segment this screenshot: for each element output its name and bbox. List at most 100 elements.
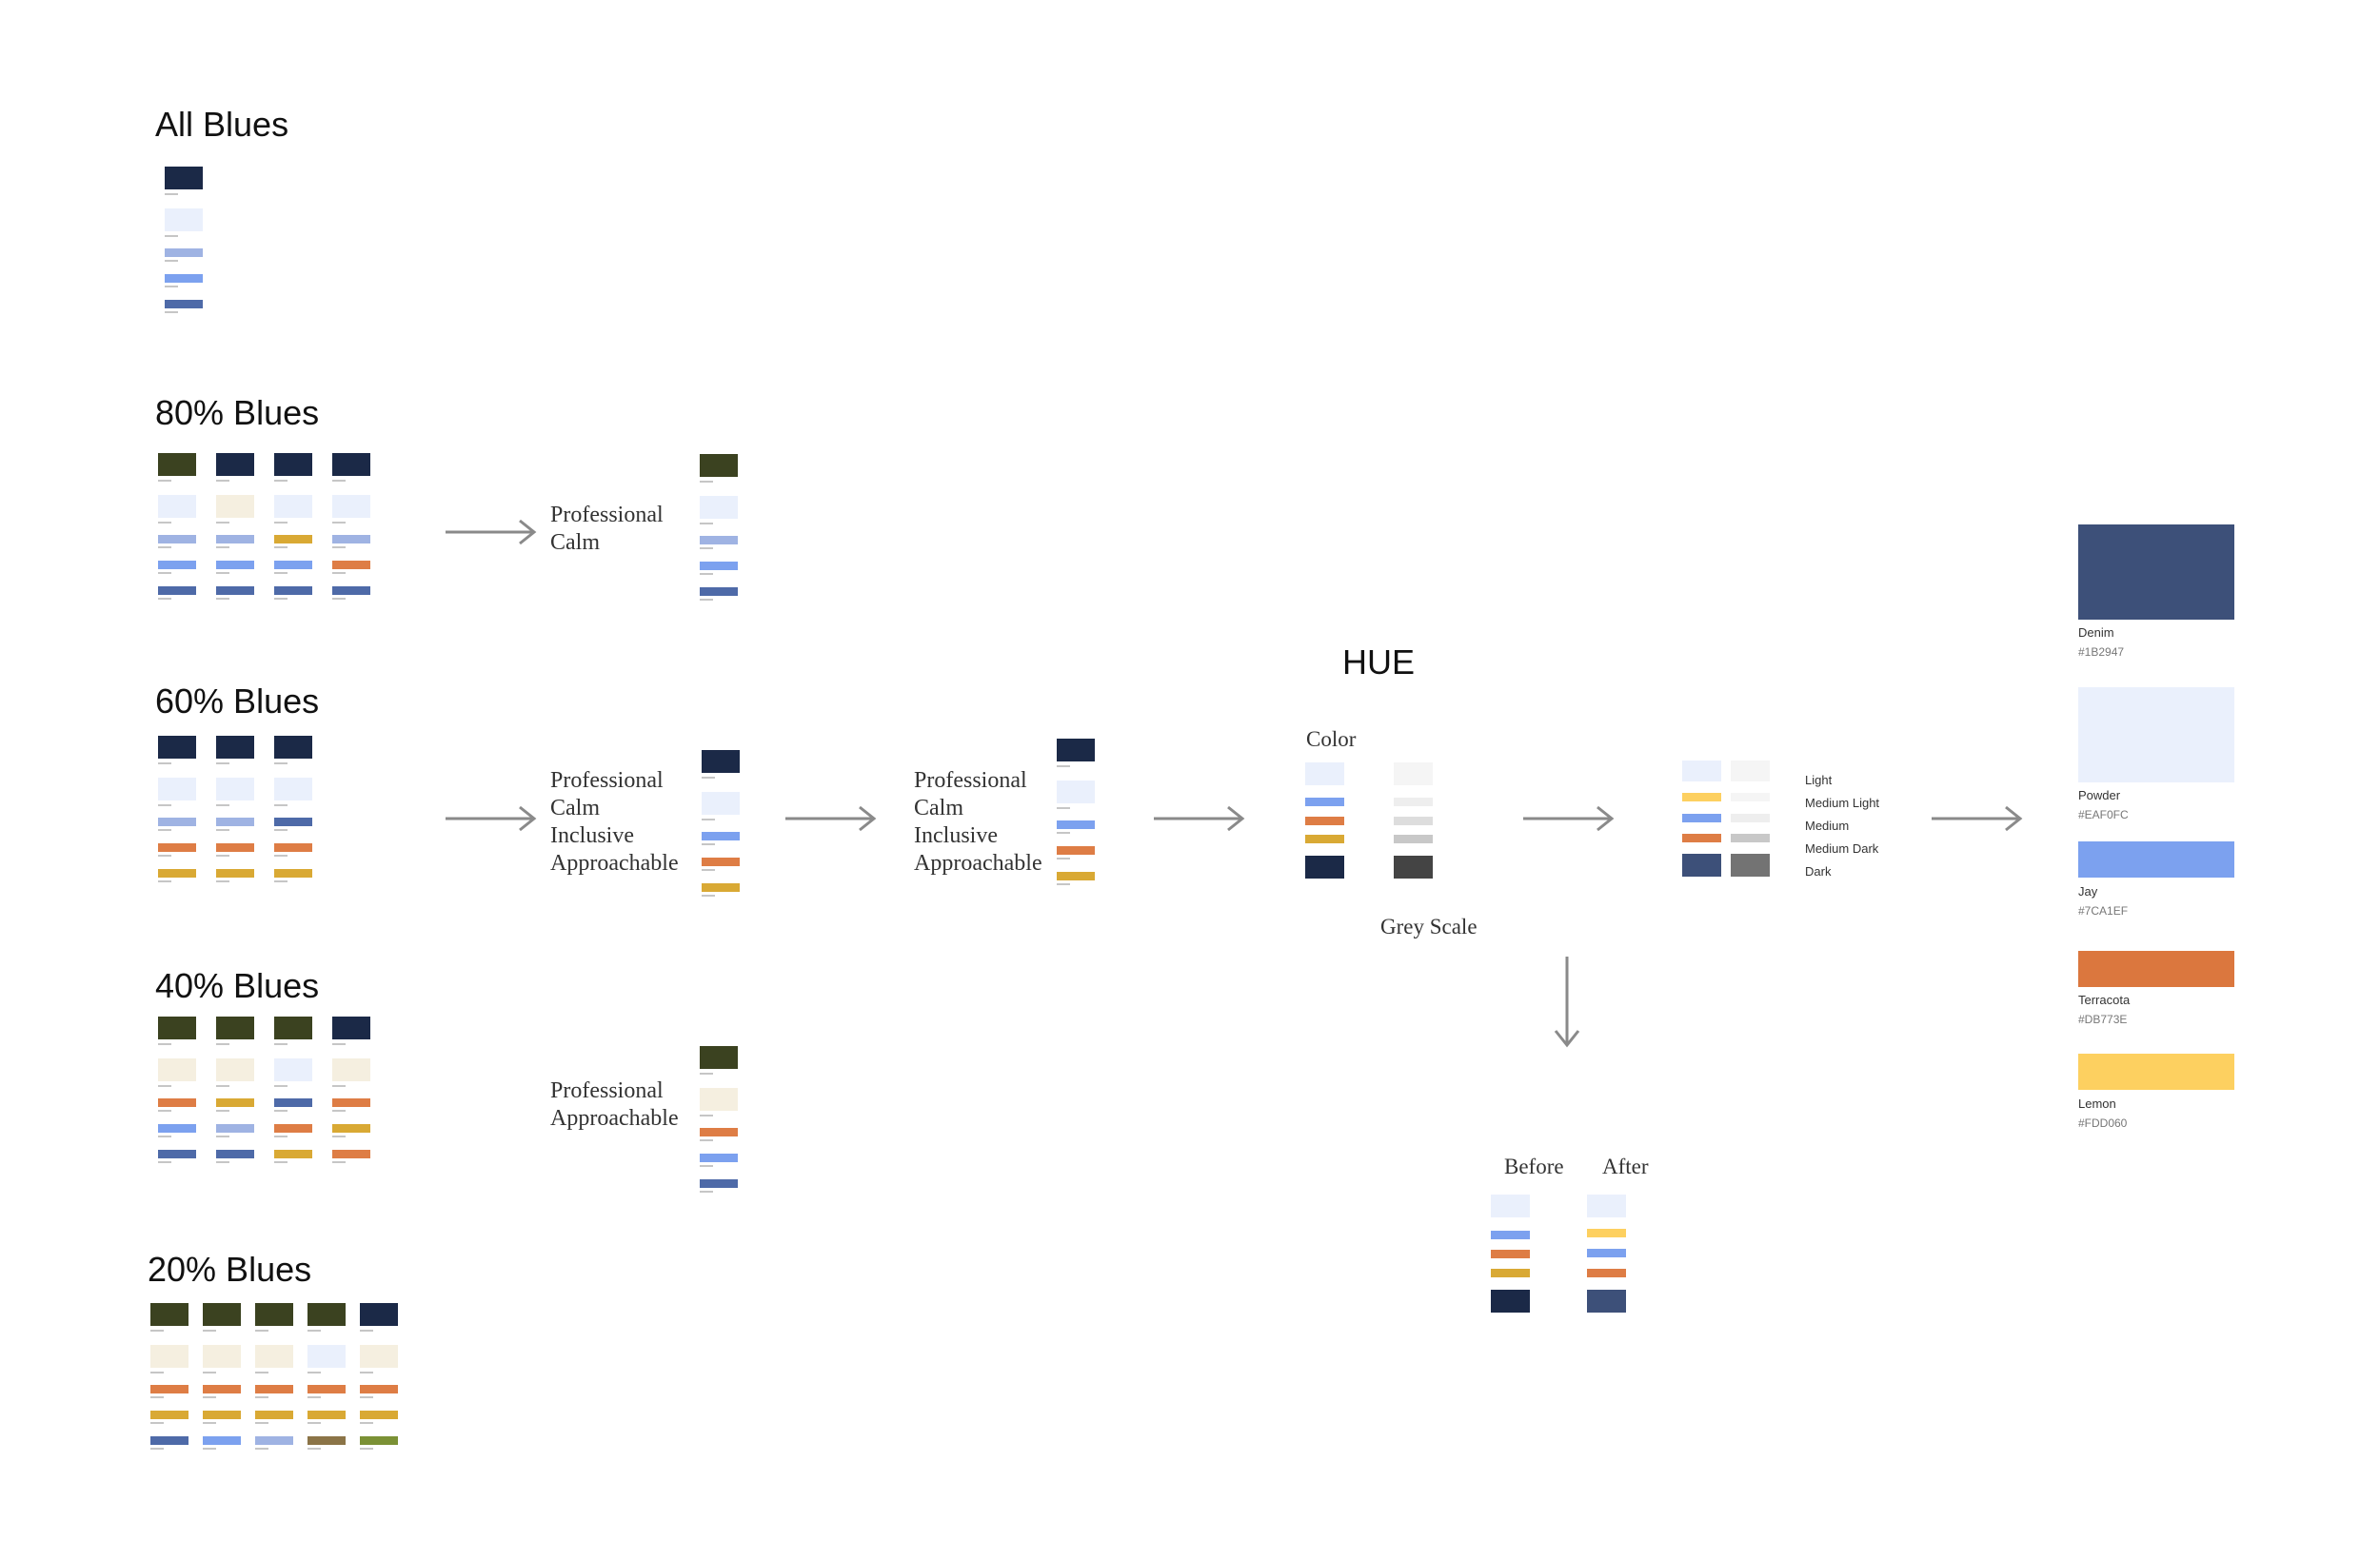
swatch-slate-blue	[274, 818, 312, 826]
color-label: Color	[1306, 727, 1357, 751]
swatch-olive	[150, 1303, 188, 1326]
swatch-mustard	[360, 1411, 398, 1419]
swatch-orange	[1491, 1250, 1530, 1258]
arrow-right-icon	[446, 519, 537, 545]
swatch-mustard	[1491, 1269, 1530, 1277]
swatch-orange	[700, 1128, 738, 1136]
swatch-grey-light	[1731, 761, 1770, 781]
swatch-caption	[255, 1448, 268, 1450]
scale-label-medium-dark: Medium Dark	[1805, 841, 1879, 856]
swatch-jay	[1587, 1249, 1626, 1257]
note-professional: Professional	[914, 768, 1027, 793]
swatch-navy	[1491, 1290, 1530, 1313]
swatch-caption	[150, 1372, 164, 1373]
note-professional: Professional	[550, 503, 664, 527]
swatch-powder	[1587, 1195, 1626, 1217]
swatch-caption	[332, 1085, 346, 1087]
swatch-caption	[255, 1396, 268, 1398]
swatch-caption	[307, 1422, 321, 1424]
swatch-caption	[158, 855, 171, 857]
swatch-caption	[360, 1448, 373, 1450]
swatch-orange	[332, 1150, 370, 1158]
swatch-powder	[1305, 762, 1344, 785]
swatch-caption	[274, 855, 288, 857]
swatch-olive	[274, 1017, 312, 1039]
swatch-caption	[216, 1161, 229, 1163]
swatch-mustard	[255, 1411, 293, 1419]
swatch-slate-blue	[216, 1150, 254, 1158]
swatch-jay	[700, 1154, 738, 1162]
note-80-blues: Professional Calm	[550, 502, 664, 557]
scale-label-medium: Medium	[1805, 819, 1850, 833]
swatch-caption	[203, 1422, 216, 1424]
swatch-jay	[1682, 814, 1721, 822]
swatch-caption	[216, 829, 229, 831]
swatch-orange	[332, 1098, 370, 1107]
swatch-caption	[216, 572, 229, 574]
swatch-caption	[216, 1043, 229, 1045]
swatch-jay	[158, 561, 196, 569]
swatch-caption	[216, 522, 229, 524]
swatch-caption	[1057, 765, 1070, 767]
swatch-caption	[158, 522, 171, 524]
swatch-caption	[332, 1110, 346, 1112]
swatch-caption	[165, 235, 178, 237]
swatch-caption	[274, 1136, 288, 1137]
hue-heading: HUE	[1342, 642, 1416, 682]
final-swatch-jay	[2078, 841, 2234, 878]
swatch-periwinkle	[158, 535, 196, 543]
swatch-periwinkle	[216, 535, 254, 543]
swatch-caption	[165, 260, 178, 262]
swatch-cream	[158, 1058, 196, 1081]
swatch-green	[360, 1436, 398, 1445]
swatch-orange	[216, 843, 254, 852]
swatch-navy	[702, 750, 740, 773]
swatch-caption	[274, 572, 288, 574]
swatch-slate-blue	[700, 1179, 738, 1188]
swatch-caption	[700, 599, 713, 601]
note-approachable: Approachable	[914, 851, 1042, 876]
swatch-powder	[216, 778, 254, 800]
before-label: Before	[1504, 1155, 1564, 1178]
swatch-periwinkle	[700, 536, 738, 544]
swatch-orange	[1057, 846, 1095, 855]
swatch-grey-dark	[1394, 856, 1433, 879]
final-hex-denim: #1B2947	[2078, 645, 2125, 659]
swatch-slate-blue	[165, 300, 203, 308]
swatch-caption	[216, 804, 229, 806]
swatch-cream	[360, 1345, 398, 1368]
swatch-navy	[165, 167, 203, 189]
arrow-right-icon	[1154, 805, 1245, 832]
swatch-orange	[274, 1124, 312, 1133]
note-approachable: Approachable	[550, 1106, 679, 1131]
swatch-orange	[702, 858, 740, 866]
swatch-caption	[158, 572, 171, 574]
swatch-caption	[332, 522, 346, 524]
swatch-caption	[150, 1448, 164, 1450]
swatch-powder	[158, 778, 196, 800]
swatch-cream	[216, 495, 254, 518]
swatch-caption	[216, 1110, 229, 1112]
swatch-cream	[203, 1345, 241, 1368]
swatch-caption	[274, 1085, 288, 1087]
swatch-grey-med-dark	[1731, 834, 1770, 842]
final-swatch-terracota	[2078, 951, 2234, 987]
final-swatch-lemon	[2078, 1054, 2234, 1090]
swatch-orange	[203, 1385, 241, 1393]
swatch-caption	[203, 1372, 216, 1373]
swatch-powder	[158, 495, 196, 518]
scale-label-light: Light	[1805, 773, 1833, 787]
swatch-cream	[700, 1088, 738, 1111]
swatch-slate-blue	[158, 1150, 196, 1158]
swatch-orange	[360, 1385, 398, 1393]
swatch-caption	[158, 880, 171, 882]
swatch-navy	[274, 736, 312, 759]
swatch-periwinkle	[158, 818, 196, 826]
swatch-mustard	[216, 869, 254, 878]
swatch-navy	[332, 1017, 370, 1039]
final-name-terracota: Terracota	[2078, 993, 2131, 1007]
swatch-caption	[216, 762, 229, 764]
swatch-powder	[307, 1345, 346, 1368]
swatch-olive	[216, 1017, 254, 1039]
note-approachable: Approachable	[550, 851, 679, 876]
